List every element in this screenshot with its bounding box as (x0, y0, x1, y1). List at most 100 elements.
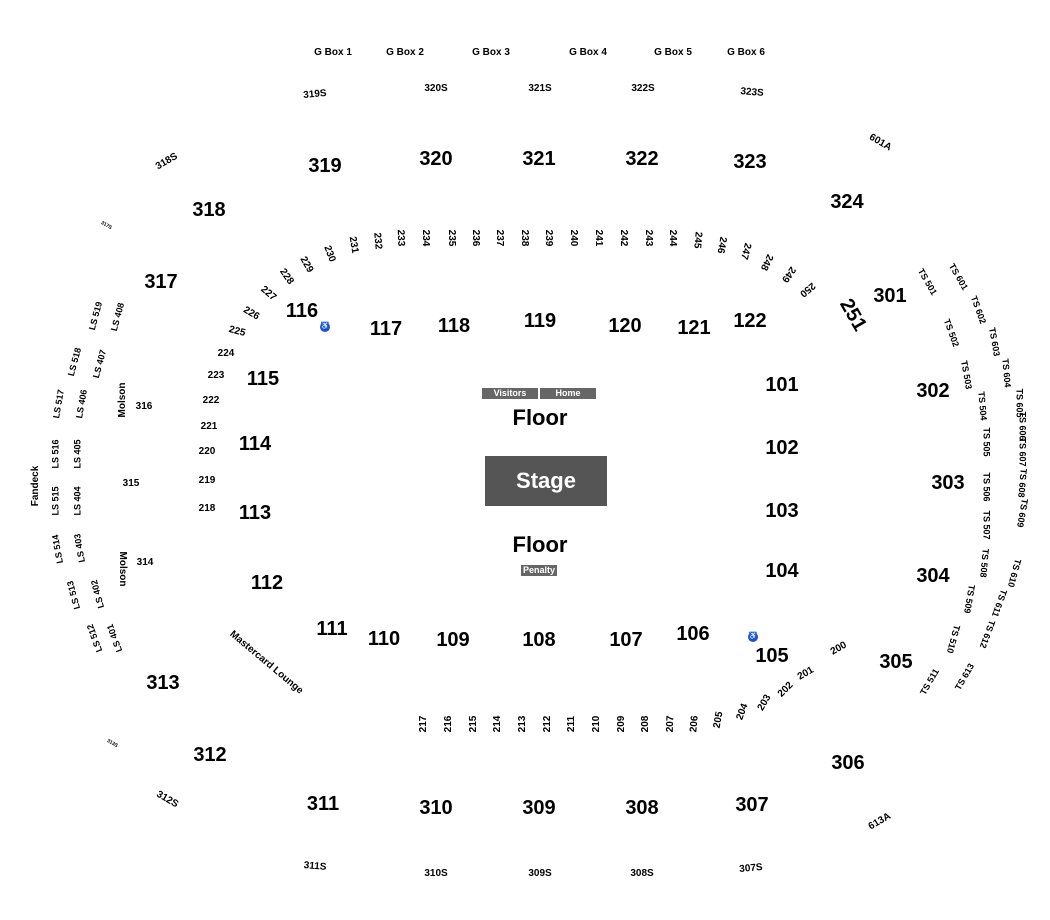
section-312s[interactable]: 312S (154, 788, 181, 811)
section-324[interactable]: 324 (830, 191, 864, 213)
section-245[interactable]: 245 (691, 231, 704, 249)
section-220[interactable]: 220 (198, 446, 216, 457)
section-601a[interactable]: 601A (867, 131, 894, 154)
section-321s[interactable]: 321S (528, 83, 552, 94)
section-301[interactable]: 301 (873, 285, 907, 307)
section-323s[interactable]: 323S (739, 86, 765, 99)
section-317s[interactable]: 317S (99, 220, 113, 232)
section-320s[interactable]: 320S (424, 83, 448, 94)
section-227[interactable]: 227 (258, 284, 279, 304)
section-ts-604[interactable]: TS 604 (1000, 358, 1013, 388)
section-ls-516[interactable]: LS 516 (50, 439, 61, 469)
section-211[interactable]: 211 (566, 715, 577, 733)
section-106[interactable]: 106 (676, 623, 710, 645)
section-215[interactable]: 215 (468, 715, 479, 733)
section-ts-601[interactable]: TS 601 (946, 261, 971, 292)
section-ls-519[interactable]: LS 519 (86, 300, 105, 332)
section-ts-602[interactable]: TS 602 (968, 294, 989, 326)
section-g-box-2[interactable]: G Box 2 (386, 47, 424, 58)
section-231[interactable]: 231 (346, 235, 361, 255)
section-ls-517[interactable]: LS 517 (51, 388, 66, 420)
section-114[interactable]: 114 (238, 433, 272, 455)
section-117[interactable]: 117 (369, 318, 403, 340)
section-304[interactable]: 304 (916, 565, 950, 587)
section-g-box-5[interactable]: G Box 5 (654, 47, 692, 58)
floor-top[interactable]: Floor (512, 405, 568, 430)
section-g-box-1[interactable]: G Box 1 (314, 47, 352, 58)
section-121[interactable]: 121 (677, 317, 711, 339)
section-113[interactable]: 113 (238, 502, 272, 524)
section-250[interactable]: 250 (797, 279, 818, 299)
section-321[interactable]: 321 (522, 148, 556, 170)
section-200[interactable]: 200 (828, 639, 849, 658)
section-241[interactable]: 241 (593, 229, 604, 247)
section-209[interactable]: 209 (616, 715, 627, 733)
section-ls-407[interactable]: LS 407 (90, 348, 109, 380)
section-107[interactable]: 107 (609, 629, 643, 651)
section-240[interactable]: 240 (568, 229, 579, 247)
section-244[interactable]: 244 (667, 229, 678, 247)
section-molson[interactable]: Molson (117, 551, 128, 587)
section-205[interactable]: 205 (711, 710, 726, 730)
section-ts-509[interactable]: TS 509 (962, 583, 977, 615)
section-111[interactable]: 111 (316, 618, 348, 640)
section-307s[interactable]: 307S (738, 862, 764, 875)
section-207[interactable]: 207 (664, 715, 677, 733)
section-314[interactable]: 314 (136, 557, 154, 568)
section-229[interactable]: 229 (297, 254, 316, 275)
section-ts-613[interactable]: TS 613 (952, 661, 977, 692)
section-309s[interactable]: 309S (528, 868, 552, 879)
section-236[interactable]: 236 (470, 229, 481, 247)
section-243[interactable]: 243 (643, 229, 654, 247)
section-208[interactable]: 208 (640, 715, 651, 733)
section-226[interactable]: 226 (241, 304, 262, 323)
section-239[interactable]: 239 (543, 229, 554, 247)
section-ls-402[interactable]: LS 402 (88, 578, 107, 610)
section-235[interactable]: 235 (446, 229, 457, 247)
section-305[interactable]: 305 (879, 651, 913, 673)
section-ls-401[interactable]: LS 401 (104, 622, 125, 654)
section-ts-506[interactable]: TS 506 (981, 472, 992, 502)
section-g-box-4[interactable]: G Box 4 (569, 47, 607, 58)
section-308s[interactable]: 308S (630, 868, 654, 879)
section-212[interactable]: 212 (542, 715, 553, 733)
section-221[interactable]: 221 (200, 421, 218, 432)
section-319[interactable]: 319 (308, 155, 342, 177)
section-104[interactable]: 104 (765, 560, 799, 582)
section-230[interactable]: 230 (321, 244, 338, 264)
section-322s[interactable]: 322S (631, 83, 655, 94)
section-322[interactable]: 322 (625, 148, 659, 170)
section-ls-513[interactable]: LS 513 (64, 579, 83, 611)
section-ts-611[interactable]: TS 611 (989, 588, 1010, 619)
floor-bottom[interactable]: Floor (512, 532, 568, 557)
section-ls-408[interactable]: LS 408 (108, 301, 127, 333)
section-237[interactable]: 237 (494, 229, 505, 247)
section-ts-608[interactable]: TS 608 (1016, 468, 1029, 498)
section-105[interactable]: 105 (755, 645, 789, 667)
section-ls-518[interactable]: LS 518 (65, 346, 84, 378)
section-110[interactable]: 110 (367, 628, 401, 650)
section-224[interactable]: 224 (217, 348, 235, 359)
section-225[interactable]: 225 (227, 324, 247, 339)
section-232[interactable]: 232 (371, 232, 384, 250)
section-216[interactable]: 216 (443, 715, 454, 733)
section-118[interactable]: 118 (437, 315, 471, 337)
section-ls-405[interactable]: LS 405 (72, 439, 83, 469)
section-309[interactable]: 309 (522, 797, 556, 819)
section-303[interactable]: 303 (931, 472, 965, 494)
section-122[interactable]: 122 (733, 310, 767, 332)
section-ts-606[interactable]: TS 606 (1017, 411, 1028, 441)
section-ts-504[interactable]: TS 504 (976, 391, 989, 421)
section-ts-508[interactable]: TS 508 (978, 548, 991, 578)
section-320[interactable]: 320 (419, 148, 453, 170)
section-ls-514[interactable]: LS 514 (50, 533, 65, 565)
section-203[interactable]: 203 (755, 692, 774, 713)
section-310s[interactable]: 310S (424, 868, 448, 879)
section-214[interactable]: 214 (492, 715, 503, 733)
section-ls-406[interactable]: LS 406 (74, 388, 89, 420)
section-115[interactable]: 115 (246, 368, 280, 390)
section-317[interactable]: 317 (144, 271, 178, 293)
section-312[interactable]: 312 (193, 744, 227, 766)
section-ts-503[interactable]: TS 503 (959, 359, 974, 391)
section-249[interactable]: 249 (779, 264, 798, 285)
